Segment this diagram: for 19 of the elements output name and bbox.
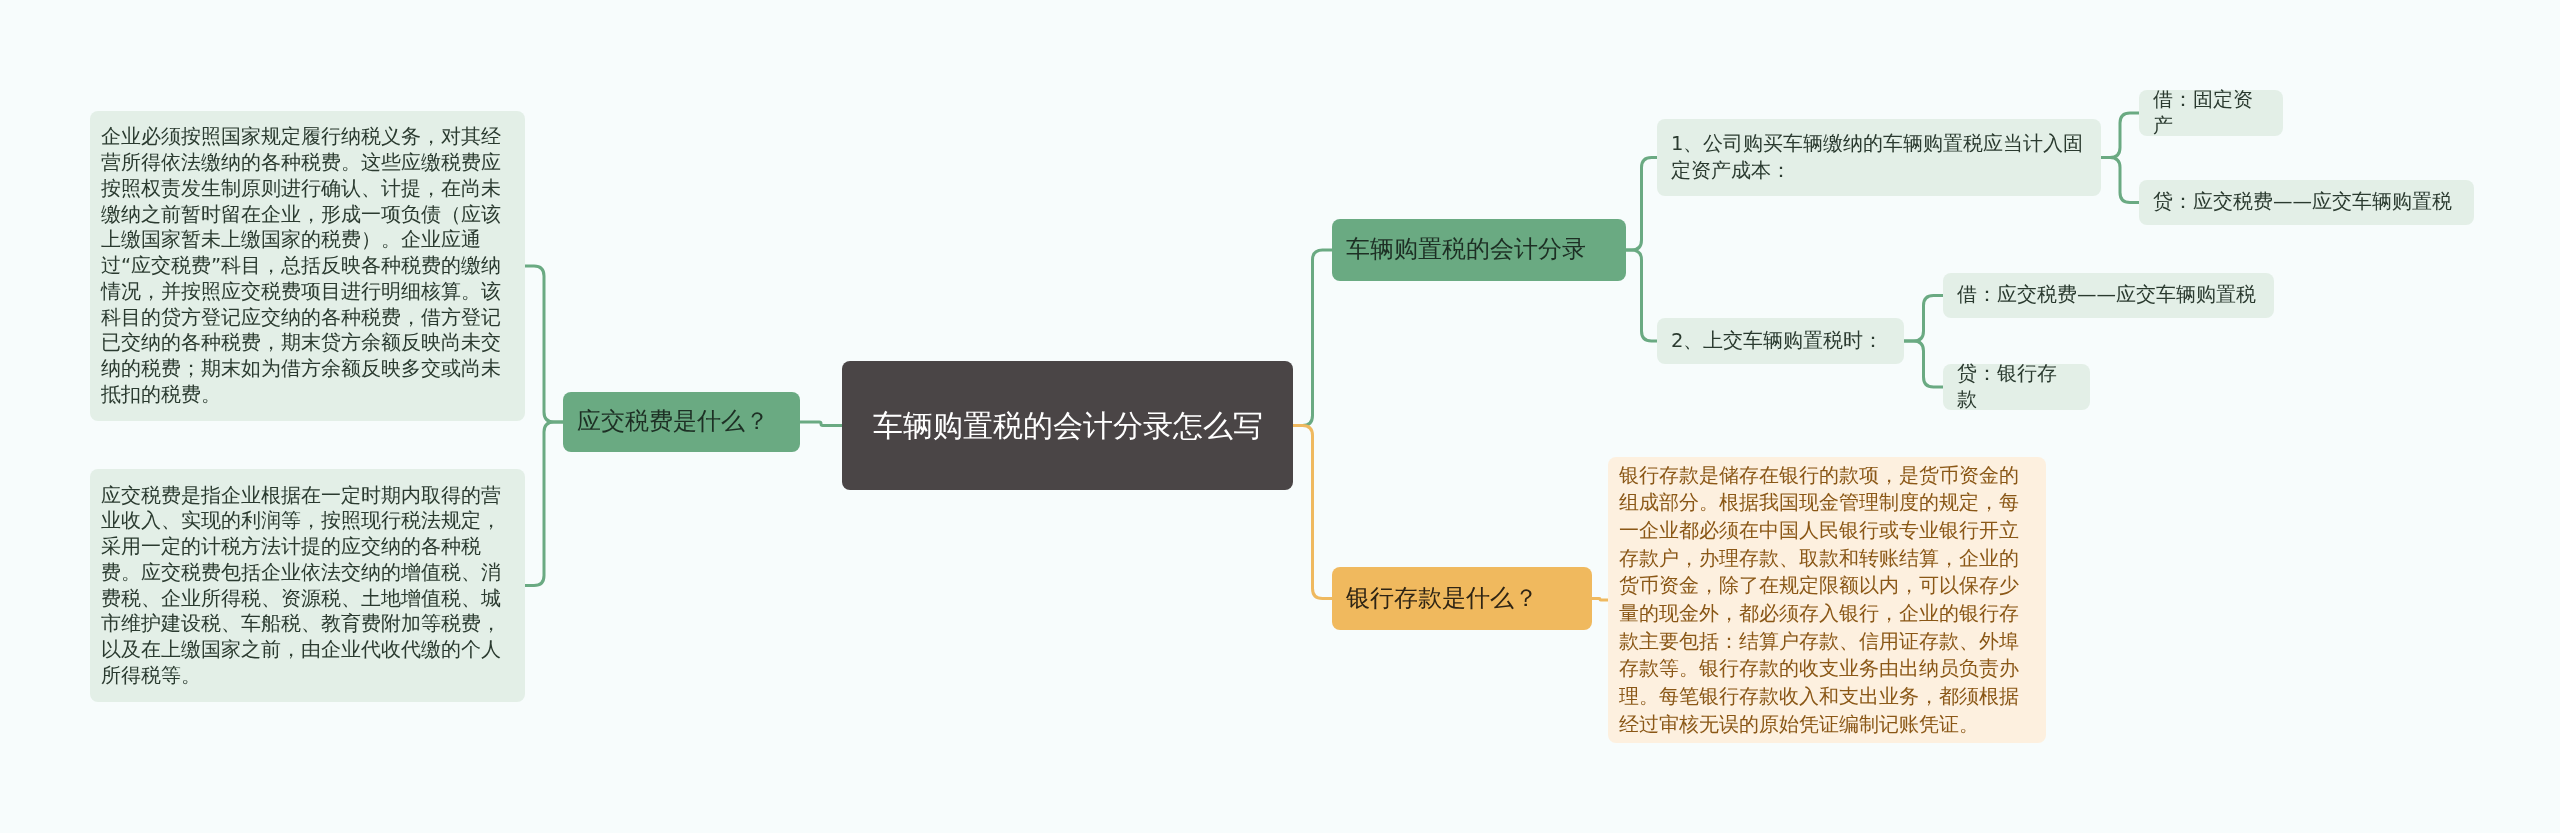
topic-box: 车辆购置税的会计分录怎么写	[842, 361, 1293, 490]
leaf-box: 1、公司购买车辆缴纳的车辆购置税应当计入固定资产成本：	[1657, 119, 2101, 196]
leaf-box: 贷：银行存款	[1943, 364, 2090, 410]
branch-box: 车辆购置税的会计分录	[1332, 219, 1626, 281]
connector-line	[1592, 597, 1608, 602]
connector-line	[525, 420, 563, 587]
connector-line	[1904, 339, 1943, 389]
note-box: 企业必须按照国家规定履行纳税义务，对其经营所得依法缴纳的各种税费。这些应缴税费应按照权责发生制原则进行确认、计提，在尚未缴纳之前暂时留在企业，形成一项负债（应该上缴国家暂未上缴国家的税费）。企业应通过“应交税费”科目，总括反映各种税费的缴纳情况，并按照应交税费项目进行明细核算。该科目的贷方登记应交纳的各种税费，借方登记已交纳的各种税费，期末贷方余额反映尚未交纳的税费；期末如为借方余额反映多交或尚未抵扣的税费。	[90, 111, 525, 421]
branch-box: 银行存款是什么？	[1332, 567, 1592, 630]
connector-line	[2101, 156, 2139, 204]
note-box: 银行存款是储存在银行的款项，是货币资金的组成部分。根据我国现金管理制度的规定，每一企业都必须在中国人民银行或专业银行开立存款户，办理存款、取款和转账结算，企业的货币资金，除了在规定限额以内，可以保存少量的现金外，都必须存入银行，企业的银行存款主要包括：结算户存款、信用证存款、外埠存款等。银行存款的收支业务由出纳员负责办理。每笔银行存款收入和支出业务，都须根据经过审核无误的原始凭证编制记账凭证。	[1608, 457, 2046, 743]
leaf-box: 借：应交税费——应交车辆购置税	[1943, 273, 2274, 318]
branch-box: 应交税费是什么？	[563, 392, 800, 452]
leaf-box: 借：固定资产	[2139, 90, 2283, 136]
leaf-box: 贷：应交税费——应交车辆购置税	[2139, 180, 2474, 225]
note-box: 应交税费是指企业根据在一定时期内取得的营业收入、实现的利润等，按照现行税法规定，采用一定的计税方法计提的应交纳的各种税费。应交税费包括企业依法交纳的增值税、消费税、企业所得税、资源税、土地增值税、城市维护建设税、车船税、教育费附加等税费，以及在上缴国家之前，由企业代收代缴的个人所得税等。	[90, 469, 525, 702]
connector-line	[1293, 424, 1332, 600]
leaf-box: 2、上交车辆购置税时：	[1657, 318, 1904, 364]
connector-line	[800, 420, 842, 427]
